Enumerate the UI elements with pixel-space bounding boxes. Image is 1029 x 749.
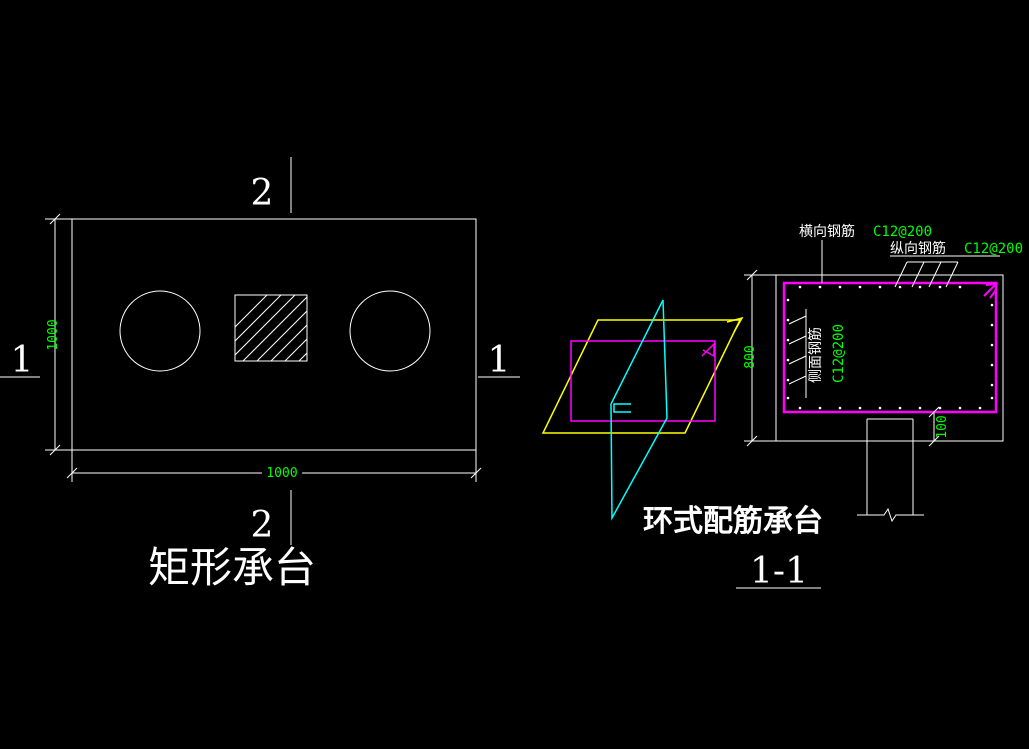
section-rebar-ring (782, 281, 998, 414)
section-mark-right: 1 (488, 340, 511, 381)
iso-yellow-plane (541, 319, 742, 434)
label-longitudinal: 纵向钢筋 (890, 240, 946, 257)
section-mark-left: 1 (11, 340, 34, 381)
pile-stub (857, 418, 924, 523)
section-rebar-hook-2 (989, 289, 997, 299)
dimension-embed (928, 406, 940, 447)
label-transverse: 横向钢筋 (799, 223, 855, 240)
leader-lines (788, 240, 1000, 398)
section-mark-bottom: 2 (251, 505, 274, 546)
plan-view: 2 2 1 1 1000 1000 矩形承台 (0, 157, 520, 592)
rebar-dots (786, 285, 994, 410)
spec-side: C12@200 (831, 324, 847, 383)
spec-transverse: C12@200 (873, 224, 932, 240)
iso-magenta-hook (701, 342, 715, 358)
cap-outline (71, 218, 477, 451)
dimension-vertical (45, 213, 72, 456)
iso-title: 环式配筋承台 (643, 504, 823, 539)
dimension-section-height-text: 800 (743, 345, 758, 368)
section-rebar-hook (983, 282, 999, 297)
section-outline (775, 274, 1004, 442)
iso-cyan-plane (610, 299, 668, 521)
section-view: 横向钢筋 C12@200 纵向钢筋 C12@200 侧面钢筋 C12@200 8… (736, 223, 1023, 592)
spec-longitudinal: C12@200 (964, 241, 1023, 257)
iso-cyan-hook (613, 403, 631, 413)
isometric-view: 环式配筋承台 (541, 299, 823, 539)
dimension-embed-text: 100 (935, 415, 950, 438)
section-mark-top: 2 (251, 173, 274, 214)
section-title: 1-1 (750, 551, 808, 592)
pile-right (349, 290, 431, 372)
pile-left (119, 290, 201, 372)
column-hatched (234, 294, 308, 362)
label-side: 侧面钢筋 (807, 327, 824, 383)
dimension-horizontal-text: 1000 (266, 466, 297, 481)
section-cut-lines (0, 157, 520, 545)
plan-title: 矩形承台 (148, 543, 316, 592)
dimension-vertical-text: 1000 (46, 319, 61, 350)
iso-yellow-arrow (726, 316, 744, 333)
iso-magenta-ring (570, 340, 716, 422)
dimension-section-height (744, 269, 776, 447)
